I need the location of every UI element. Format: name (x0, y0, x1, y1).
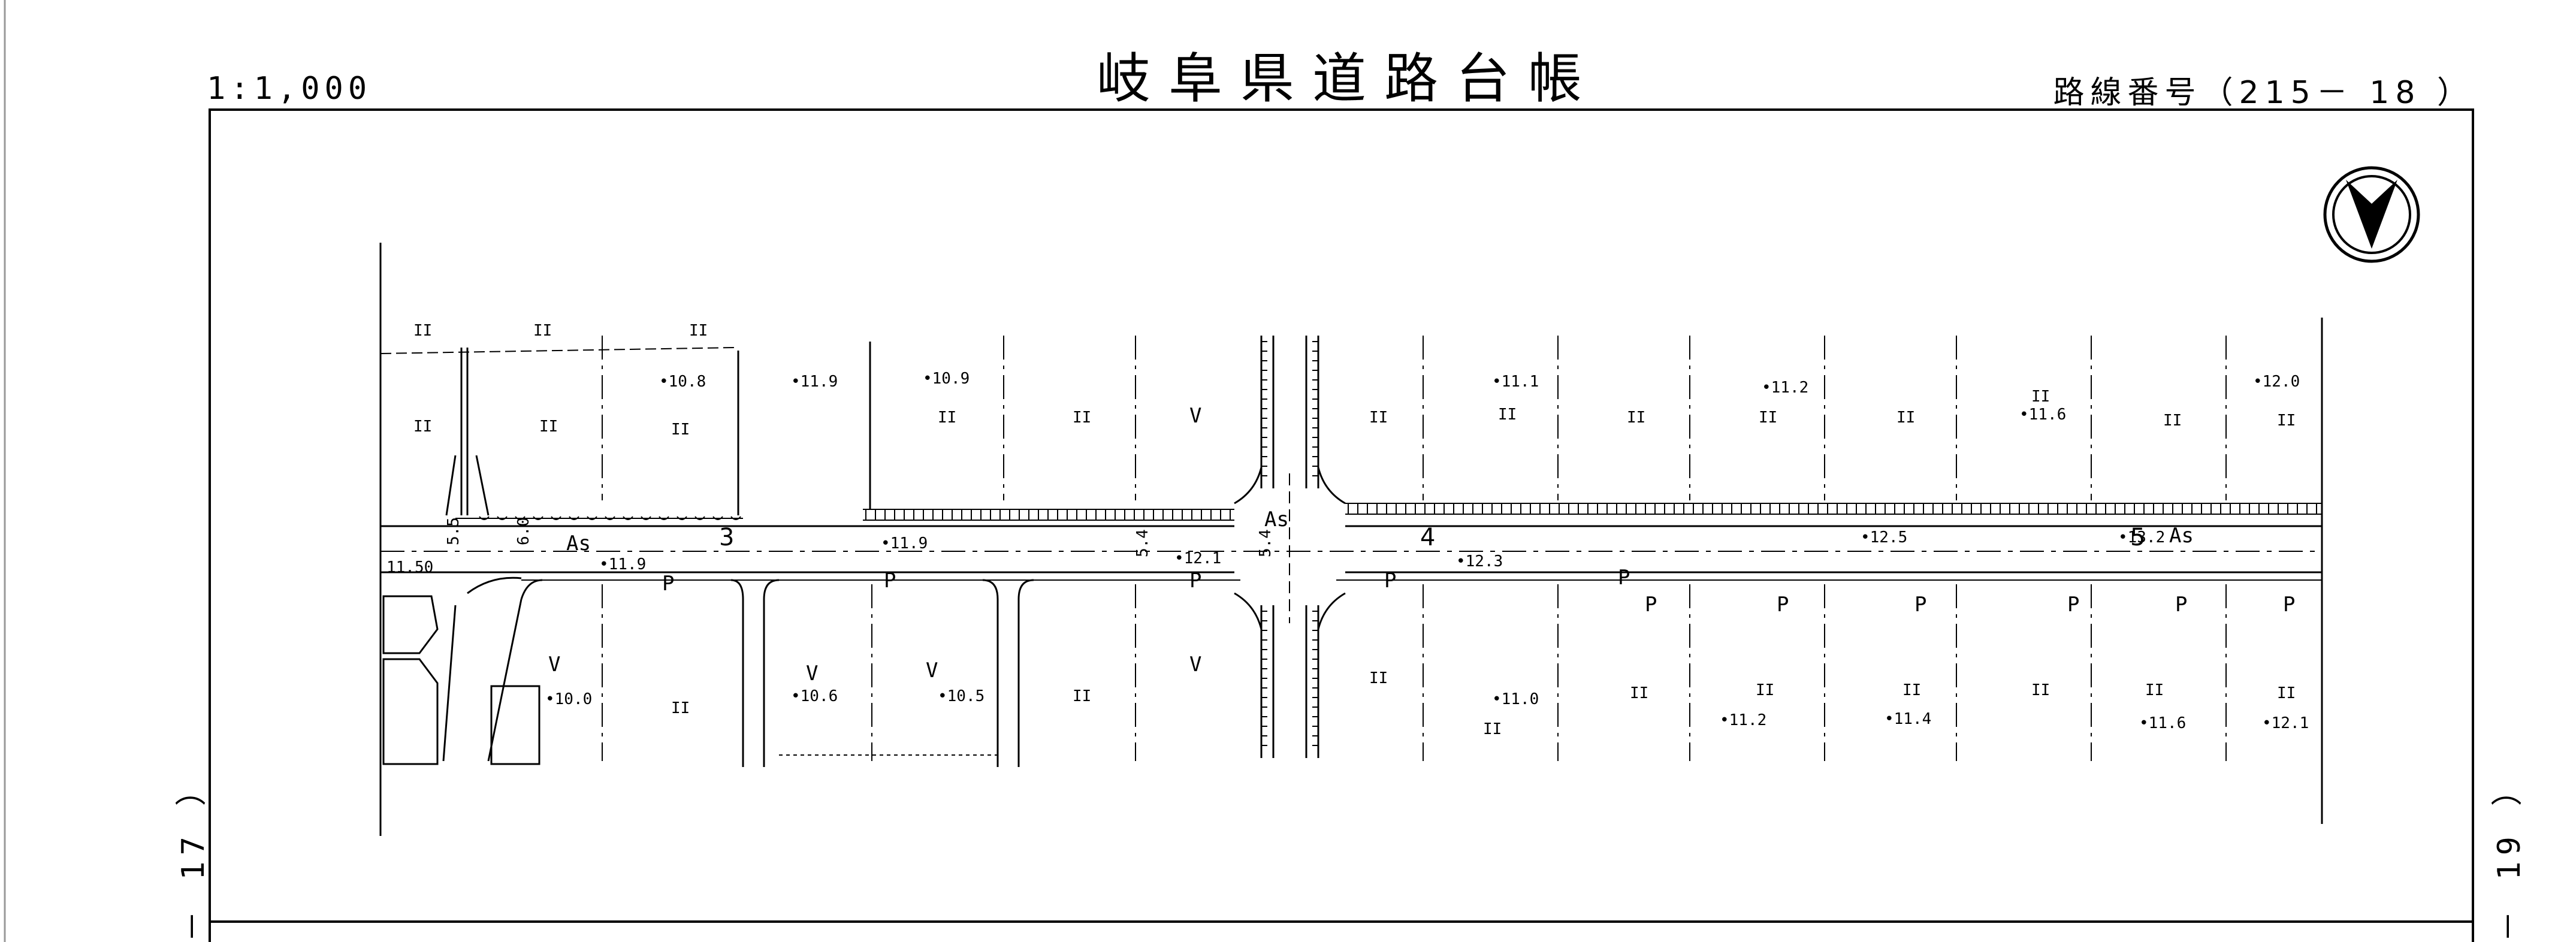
elevation-lower: •11.2 (1720, 711, 1766, 729)
width-mark: 6.0 (515, 517, 533, 545)
elevation-lower: •10.5 (938, 687, 985, 705)
map-frame (209, 108, 2474, 942)
parking-mark: P (1914, 593, 1926, 617)
elevation-lower: •11.0 (1492, 690, 1539, 708)
elevation-upper: •11.9 (791, 373, 838, 391)
pillar-mark: II (671, 421, 690, 439)
field-mark: V (926, 659, 938, 683)
upper-left-fork (380, 342, 871, 516)
elevation-upper: •11.1 (1492, 373, 1539, 391)
north-arrow-icon (2323, 166, 2420, 263)
elevation-road: •12.3 (1456, 552, 1503, 570)
pillar-mark: II (2145, 681, 2164, 699)
pillar-mark: II (2163, 412, 2182, 430)
surface-label: As (566, 532, 591, 555)
width-mark: 5.5 (445, 517, 463, 545)
pillar-mark: II (533, 322, 552, 340)
elevation-road: •12.5 (1861, 529, 1907, 547)
elevation-lower: •10.6 (791, 687, 838, 705)
pillar-mark: II (2031, 681, 2050, 699)
elevation-road: •11.9 (599, 555, 646, 573)
pillar-mark: II (1759, 409, 1777, 427)
pillar-mark: II (1073, 409, 1091, 427)
pillar-mark: II (689, 322, 708, 340)
scale-label: 1:1,000 (207, 71, 372, 107)
pillar-mark: II (1369, 409, 1388, 427)
pillar-mark: II (938, 409, 956, 427)
pillar-mark: II (671, 699, 690, 717)
page-title: 岐阜県道路台帳 (1097, 47, 1600, 110)
pillar-mark: II (1902, 681, 1921, 699)
parking-mark: P (1384, 569, 1396, 593)
main-road (380, 503, 2322, 581)
route-number: 路線番号（215－ 18 ） (2053, 75, 2474, 111)
field-mark: V (1189, 653, 1201, 677)
buildings-lower-left (382, 576, 540, 765)
surface-label: As (1264, 508, 1289, 532)
lower-entrances (487, 579, 1034, 767)
parking-mark: P (2067, 593, 2079, 617)
pillar-mark: II (2277, 684, 2296, 702)
pillar-mark: II (1896, 409, 1915, 427)
elevation-lower: •11.6 (2139, 714, 2186, 732)
parking-mark: P (2175, 593, 2187, 617)
parking-mark: P (662, 572, 674, 596)
elevation-upper: •10.9 (923, 370, 970, 388)
section-number: 4 (1420, 524, 1435, 551)
cross-street (1234, 336, 1346, 758)
elevation-upper: •10.8 (659, 373, 706, 391)
field-mark: V (1189, 404, 1201, 428)
section-number: 3 (719, 524, 734, 551)
width-mark: 5.4 (1257, 529, 1275, 557)
pillar-mark: II (1756, 681, 1774, 699)
parking-mark: P (1618, 566, 1630, 590)
elevation-lower: •10.0 (545, 690, 592, 708)
pillar-mark: II (413, 418, 432, 436)
pillar-mark: II (1627, 409, 1645, 427)
section-number: 5 (2130, 524, 2145, 551)
parking-mark: P (1189, 569, 1201, 593)
parking-mark: P (1777, 593, 1789, 617)
parking-mark: P (1645, 593, 1657, 617)
pillar-mark: II (2277, 412, 2296, 430)
pillar-mark: II (2031, 388, 2050, 406)
elevation-road: •11.9 (881, 535, 928, 552)
elevation-upper: •12.0 (2253, 373, 2300, 391)
upper-curb (863, 514, 2322, 521)
pillar-mark: II (1630, 684, 1648, 702)
elevation-road: •13.2 (2118, 529, 2165, 547)
elevation-road: •12.1 (1174, 550, 1221, 567)
left-edge-value: 11.50 (386, 558, 433, 576)
elevation-lower: •12.1 (2262, 714, 2309, 732)
width-mark: 5.4 (1134, 529, 1152, 557)
elevation-upper: •11.6 (2019, 406, 2066, 424)
field-mark: V (806, 662, 818, 686)
pillar-mark: II (1369, 669, 1388, 687)
elevation-upper: •11.2 (1762, 379, 1808, 397)
parking-mark: P (884, 569, 896, 593)
field-mark: V (548, 653, 560, 677)
parking-mark: P (2283, 593, 2295, 617)
pillar-mark: II (1073, 687, 1091, 705)
surface-label: As (2169, 524, 2194, 548)
pillar-mark: II (539, 418, 558, 436)
pillar-mark: II (413, 322, 432, 340)
pillar-mark: II (1498, 406, 1517, 424)
elevation-lower: •11.4 (1885, 710, 1931, 728)
pillar-mark: II (1483, 720, 1502, 738)
